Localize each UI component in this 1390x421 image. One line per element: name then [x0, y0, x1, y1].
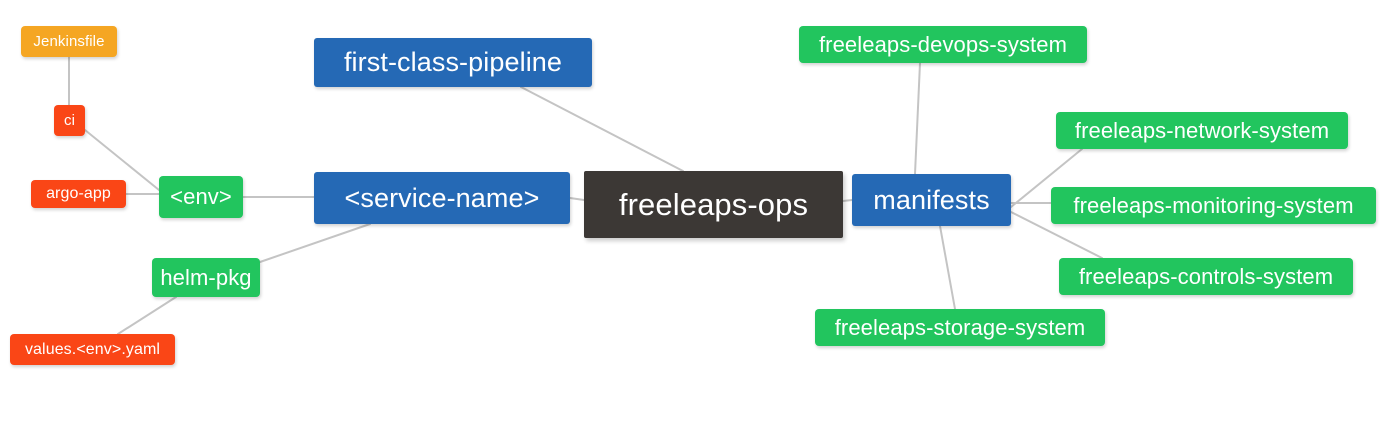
node-freeleaps-network-system[interactable]: freeleaps-network-system — [1056, 112, 1348, 149]
node-argo-app[interactable]: argo-app — [31, 180, 126, 208]
edge-manifests-to-freeleaps-storage-system — [939, 225, 956, 310]
node-first-class-pipeline[interactable]: first-class-pipeline — [314, 38, 592, 87]
node-label: values.<env>.yaml — [24, 340, 161, 358]
node-label: <env> — [170, 184, 232, 209]
node-ci[interactable]: ci — [54, 105, 85, 136]
node-freeleaps-storage-system[interactable]: freeleaps-storage-system — [815, 309, 1105, 346]
node-freeleaps-controls-system[interactable]: freeleaps-controls-system — [1059, 258, 1353, 295]
node-freeleaps-ops[interactable]: freeleaps-ops — [584, 171, 843, 238]
node-label: freeleaps-monitoring-system — [1073, 192, 1354, 218]
node-label: <service-name> — [344, 182, 540, 213]
node-values-env-yaml[interactable]: values.<env>.yaml — [10, 334, 175, 365]
node-label: freeleaps-ops — [618, 187, 809, 222]
node-env[interactable]: <env> — [159, 176, 243, 218]
node-label: freeleaps-devops-system — [818, 31, 1068, 57]
node-label: Jenkinsfile — [33, 33, 105, 50]
edge-helm-pkg-to-values-env-yaml — [117, 296, 177, 335]
node-label: freeleaps-controls-system — [1078, 263, 1334, 289]
edge-manifests-to-freeleaps-devops-system — [914, 62, 921, 175]
edge-freeleaps-ops-to-manifests — [842, 199, 853, 202]
node-label: freeleaps-storage-system — [834, 314, 1086, 340]
node-jenkinsfile[interactable]: Jenkinsfile — [21, 26, 117, 57]
node-freeleaps-monitoring-system[interactable]: freeleaps-monitoring-system — [1051, 187, 1376, 224]
node-label: argo-app — [46, 185, 111, 202]
node-label: helm-pkg — [160, 264, 252, 290]
node-helm-pkg[interactable]: helm-pkg — [152, 258, 260, 297]
node-label: manifests — [873, 184, 990, 215]
node-service-name[interactable]: <service-name> — [314, 172, 570, 224]
edge-freeleaps-ops-to-service-name — [569, 197, 585, 201]
node-freeleaps-devops-system[interactable]: freeleaps-devops-system — [799, 26, 1087, 63]
edge-service-name-to-helm-pkg — [259, 223, 371, 263]
node-label: ci — [63, 112, 76, 129]
node-manifests[interactable]: manifests — [852, 174, 1011, 226]
node-label: first-class-pipeline — [343, 47, 563, 77]
edge-freeleaps-ops-to-first-class-pipeline — [520, 86, 684, 172]
node-label: freeleaps-network-system — [1074, 117, 1330, 143]
